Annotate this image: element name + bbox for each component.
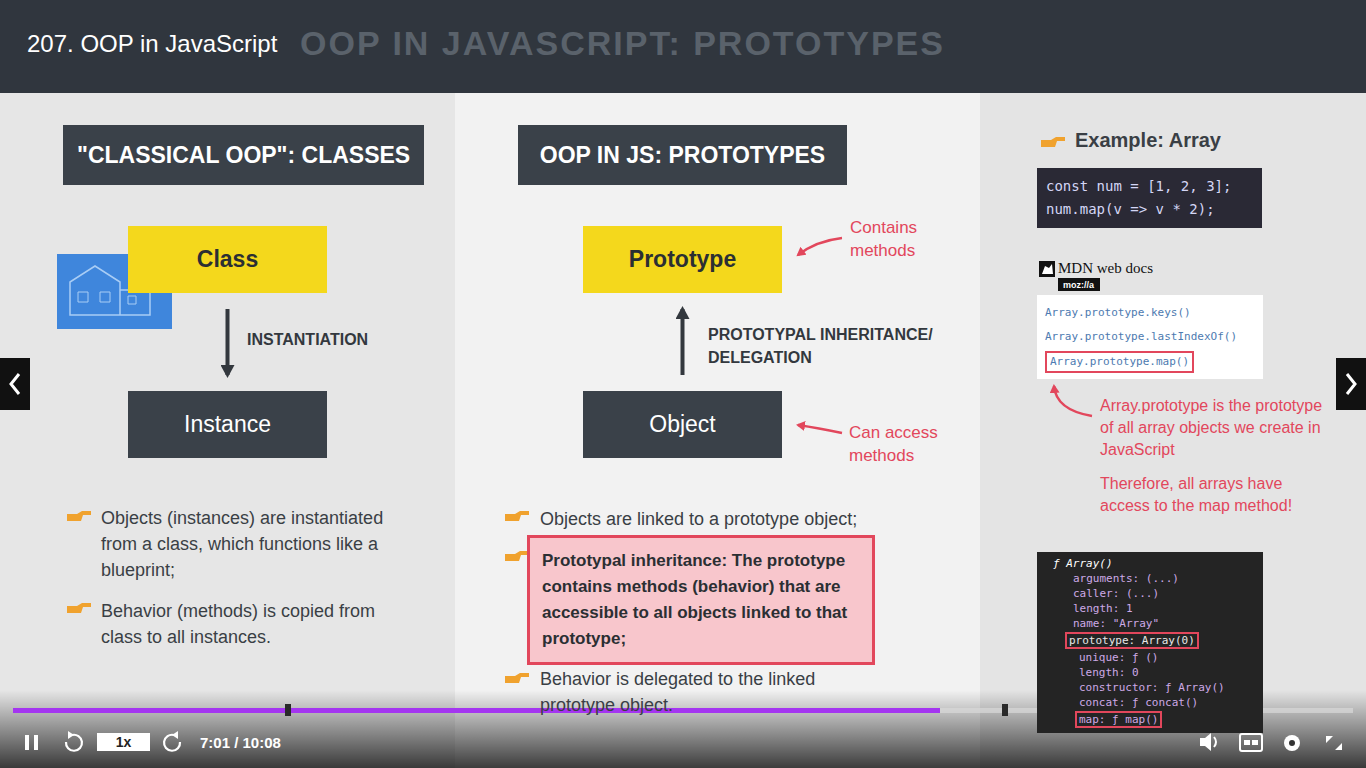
speed-button: 1x <box>97 733 150 751</box>
bullet-text: Behavior (methods) is copied from class … <box>101 598 411 650</box>
bullet-hand-icons <box>67 137 1065 683</box>
mdn-list-box: Array.prototype.keys()Array.prototype.la… <box>1037 295 1263 379</box>
edge-label: INSTANTIATION <box>247 328 417 351</box>
header-bar <box>0 0 1366 93</box>
node-text: Object <box>649 411 715 438</box>
connector-arrow <box>226 309 230 375</box>
node-text: const num = [1, 2, 3]; <box>1046 175 1231 198</box>
prev-button <box>0 358 30 410</box>
node-text: constructor: ƒ Array() <box>1079 680 1225 695</box>
node-text: Array.prototype.keys() <box>1045 301 1191 325</box>
node-text: map: ƒ map() <box>1075 711 1162 728</box>
code-box: const num = [1, 2, 3];num.map(v => v * 2… <box>1037 168 1262 228</box>
node-text: name: "Array" <box>1073 616 1159 631</box>
node-text: ƒ Array() <box>1053 556 1113 571</box>
node-text: concat: ƒ concat() <box>1079 695 1198 710</box>
leader-arrow <box>798 425 842 433</box>
node-text: unique: ƒ () <box>1079 650 1158 665</box>
prototype-box: Prototype <box>583 226 782 293</box>
highlight-box: Prototypal inheritance: The prototype co… <box>527 535 875 665</box>
time-display: 7:01 / 10:08 <box>200 734 281 751</box>
note-text: Array.prototype is the prototype of all … <box>1100 395 1335 461</box>
node-text: Array.prototype.lastIndexOf() <box>1045 325 1237 349</box>
example-heading: Example: Array <box>1075 129 1221 152</box>
leader-arrow <box>798 238 842 255</box>
progress-fill <box>13 708 940 713</box>
class-box: Class <box>128 226 327 293</box>
heading-box: OOP IN JS: PROTOTYPES <box>518 125 847 185</box>
node-text: caller: (...) <box>1073 586 1159 601</box>
node-text: Prototype <box>629 246 736 273</box>
leader-arrow <box>1054 386 1092 416</box>
devtools-box: ƒ Array()arguments: (...)caller: (...)le… <box>1037 552 1263 733</box>
node-text: prototype: Array(0) <box>1065 632 1199 649</box>
left-panel <box>0 0 455 768</box>
middle-panel <box>455 0 980 768</box>
edge-label: PROTOTYPAL INHERITANCE/ DELEGATION <box>708 323 978 369</box>
object-box: Object <box>583 391 782 458</box>
node-text: OOP IN JS: PROTOTYPES <box>540 142 825 169</box>
node-text: Class <box>197 246 258 273</box>
video-title: 207. OOP in JavaScript <box>27 30 277 58</box>
node-text: num.map(v => v * 2); <box>1046 198 1215 221</box>
right-panel <box>980 0 1366 768</box>
player-icons <box>25 731 1342 751</box>
bullet-text: Behavior is delegated to the linked prot… <box>540 666 870 718</box>
node-text: length: 0 <box>1079 665 1139 680</box>
node-text: arguments: (...) <box>1073 571 1179 586</box>
node-text: Prototypal inheritance: The prototype co… <box>542 548 860 652</box>
connector-arrow <box>681 309 685 375</box>
mozilla-logo-text: moz://a <box>1061 279 1096 291</box>
heading-box: "CLASSICAL OOP": CLASSES <box>63 125 424 185</box>
node-text: length: 1 <box>1073 601 1133 616</box>
chapter-marker <box>1002 704 1008 716</box>
mdn-logo-text: MDN web docs <box>1058 260 1153 277</box>
node-text: Instance <box>184 411 271 438</box>
node-text: "CLASSICAL OOP": CLASSES <box>77 142 410 169</box>
next-button <box>1336 358 1366 410</box>
note-text: Therefore, all arrays have access to the… <box>1100 473 1330 517</box>
callout-text: Can access methods <box>849 421 964 467</box>
slide-heading: OOP IN JAVASCRIPT: PROTOTYPES <box>300 24 945 63</box>
callout-text: Contains methods <box>850 216 960 262</box>
instance-box: Instance <box>128 391 327 458</box>
chapter-marker <box>285 704 291 716</box>
node-text: Array.prototype.map() <box>1045 351 1194 373</box>
bullet-text: Objects (instances) are instantiated fro… <box>101 505 401 583</box>
bullet-text: Objects are linked to a prototype object… <box>540 506 965 532</box>
